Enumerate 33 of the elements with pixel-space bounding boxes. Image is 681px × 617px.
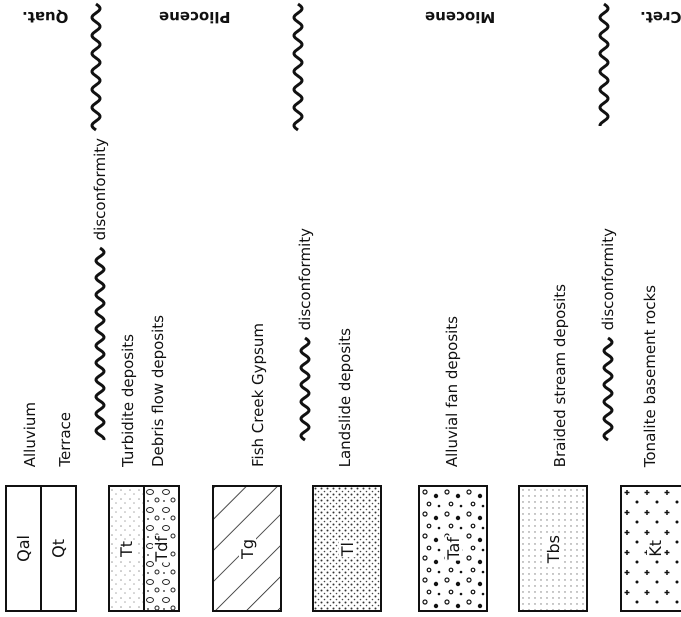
unit-symbol: Tbs (544, 534, 562, 564)
unit-symbol: Qal (15, 534, 32, 563)
unit-symbol: Qt (50, 538, 67, 559)
unit-description: Fish Creek Gypsum (250, 323, 266, 467)
unit-description: Turbidite deposits (120, 334, 136, 467)
unit-description: Tonalite basement rocks (642, 285, 658, 468)
epoch-label: Pliocene (159, 8, 230, 26)
contact-label: disconformity (92, 138, 108, 240)
unit-symbol: Tg (238, 538, 256, 560)
unit-description: Alluvial fan deposits (444, 316, 460, 468)
lithology-pattern-box (212, 485, 282, 612)
unit-symbol: Kt (646, 539, 664, 558)
unit-symbol: Taf (444, 536, 462, 561)
lithology-pattern-box (40, 485, 77, 612)
lithology-pattern-box (5, 485, 42, 612)
lithology-pattern-box (418, 485, 488, 612)
unit-description: Braided stream deposits (552, 284, 568, 468)
unit-symbol: Tt (118, 540, 135, 558)
lithology-pattern-box (312, 485, 382, 612)
contact-label: disconformity (296, 228, 314, 330)
unit-symbol: Tdf (153, 534, 170, 562)
epoch-label: Miocene (425, 8, 496, 26)
unit-description: Terrace (56, 412, 74, 467)
unit-description: Debris flow deposits (150, 315, 166, 468)
lithology-pattern-box (620, 485, 681, 612)
lithology-pattern-box (143, 485, 180, 612)
unit-description: Alluvium (22, 402, 38, 468)
lithology-pattern-box (108, 485, 145, 612)
lithology-pattern-box (518, 485, 588, 612)
epoch-label: Cret. (640, 8, 681, 26)
unit-description: Landslide deposits (336, 328, 354, 468)
epoch-label: Quat. (22, 8, 68, 26)
contact-label: disconformity (600, 228, 616, 330)
